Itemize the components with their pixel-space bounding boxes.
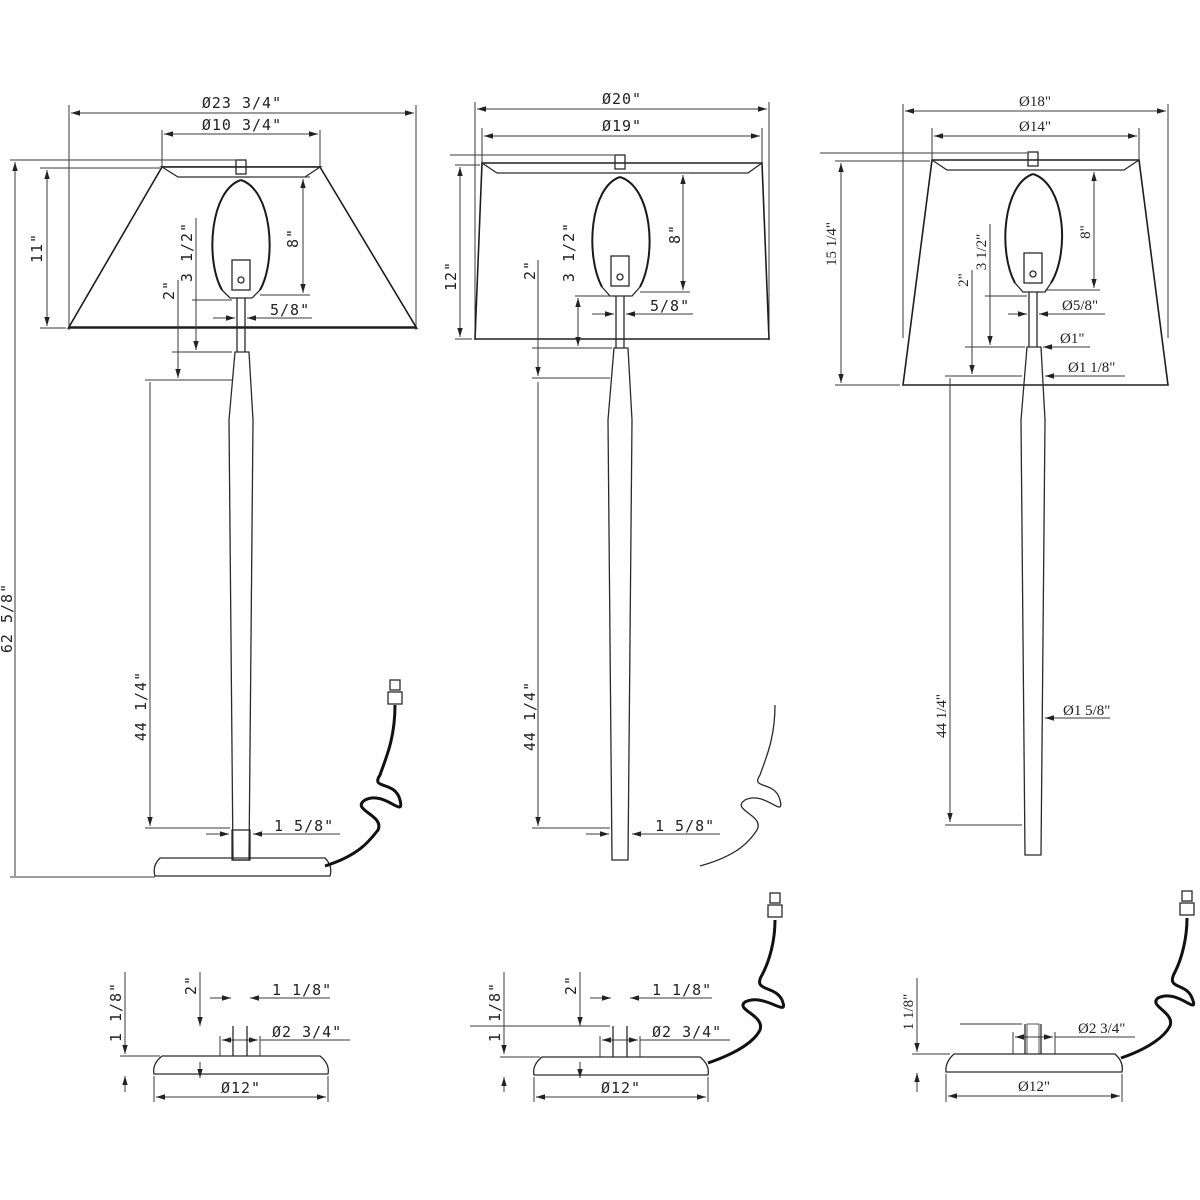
collar-diameter-label: Ø2 3/4"	[1078, 1021, 1125, 1037]
lamp-2: Ø20" Ø19" 12" 8" 3 1/2" 2" 5/8" 44 1/4" …	[442, 90, 785, 1102]
pole-top-diameter-label: Ø1 1/8"	[1068, 360, 1115, 376]
base-diameter-label: Ø12"	[221, 1079, 261, 1097]
neck-height-label: 2"	[956, 273, 972, 287]
pole-diameter-label: 1 5/8"	[274, 817, 334, 835]
shade-bottom-diameter-label: Ø23 3/4"	[202, 94, 282, 112]
socket-height-label: 3 1/2"	[178, 222, 196, 282]
shade-height-label: 11"	[28, 233, 46, 263]
shade-top-diameter-label: Ø10 3/4"	[202, 116, 282, 134]
collar-diameter-label: Ø2 3/4"	[652, 1023, 722, 1041]
total-height-label: 62 5/8"	[0, 583, 16, 653]
collar-height-label: 2"	[182, 975, 200, 995]
harp-height-label: 8"	[1078, 225, 1094, 239]
base-height-label: 1 1/8"	[901, 994, 917, 1031]
pole-bottom-diameter-label: 1 1/8"	[652, 981, 712, 999]
shade-height-label: 12"	[442, 261, 460, 291]
base-height-label: 1 1/8"	[107, 982, 125, 1042]
socket-height-label: 3 1/2"	[560, 222, 578, 282]
harp-height-label: 8"	[284, 228, 302, 248]
base-height-label: 1 1/8"	[486, 982, 504, 1042]
base-diameter-label: Ø12"	[601, 1079, 641, 1097]
pole-height-label: 44 1/4"	[521, 681, 539, 751]
harp-height-label: 8"	[666, 224, 684, 244]
neck-height-label: 2"	[521, 260, 539, 280]
neck-width-label: 5/8"	[270, 301, 310, 319]
neck-height-label: 2"	[160, 280, 178, 300]
shade-top-diameter-label: Ø19"	[602, 117, 642, 135]
neck-diameter-label: Ø5/8"	[1062, 298, 1098, 314]
lamp-3: Ø18" Ø14" 15 1/4" 8" 3 1/2" 2" Ø5/8" Ø1"…	[820, 94, 1196, 1102]
socket-height-label: 3 1/2"	[974, 234, 990, 271]
collar-diameter-label: Ø2 3/4"	[272, 1023, 342, 1041]
shade-bottom-diameter-label: Ø18"	[1019, 94, 1051, 110]
neck-collar-diameter-label: Ø1"	[1060, 331, 1084, 347]
shade-bottom-diameter-label: Ø20"	[602, 90, 642, 108]
collar-height-label: 2"	[562, 975, 580, 995]
base-diameter-label: Ø12"	[1018, 1079, 1050, 1095]
shade-height-label: 15 1/4"	[824, 222, 840, 266]
pole-height-label: 44 1/4"	[934, 694, 950, 738]
pole-height-label: 44 1/4"	[132, 671, 150, 741]
pole-diameter-label: Ø1 5/8"	[1063, 703, 1110, 719]
pole-diameter-label: 1 5/8"	[655, 817, 715, 835]
shade-top-diameter-label: Ø14"	[1019, 119, 1051, 135]
pole-bottom-diameter-label: 1 1/8"	[272, 981, 332, 999]
lamp-1: Ø23 3/4" Ø10 3/4" 11" 8" 3 1/2" 2" 5/8" …	[0, 94, 419, 1102]
neck-width-label: 5/8"	[650, 297, 690, 315]
